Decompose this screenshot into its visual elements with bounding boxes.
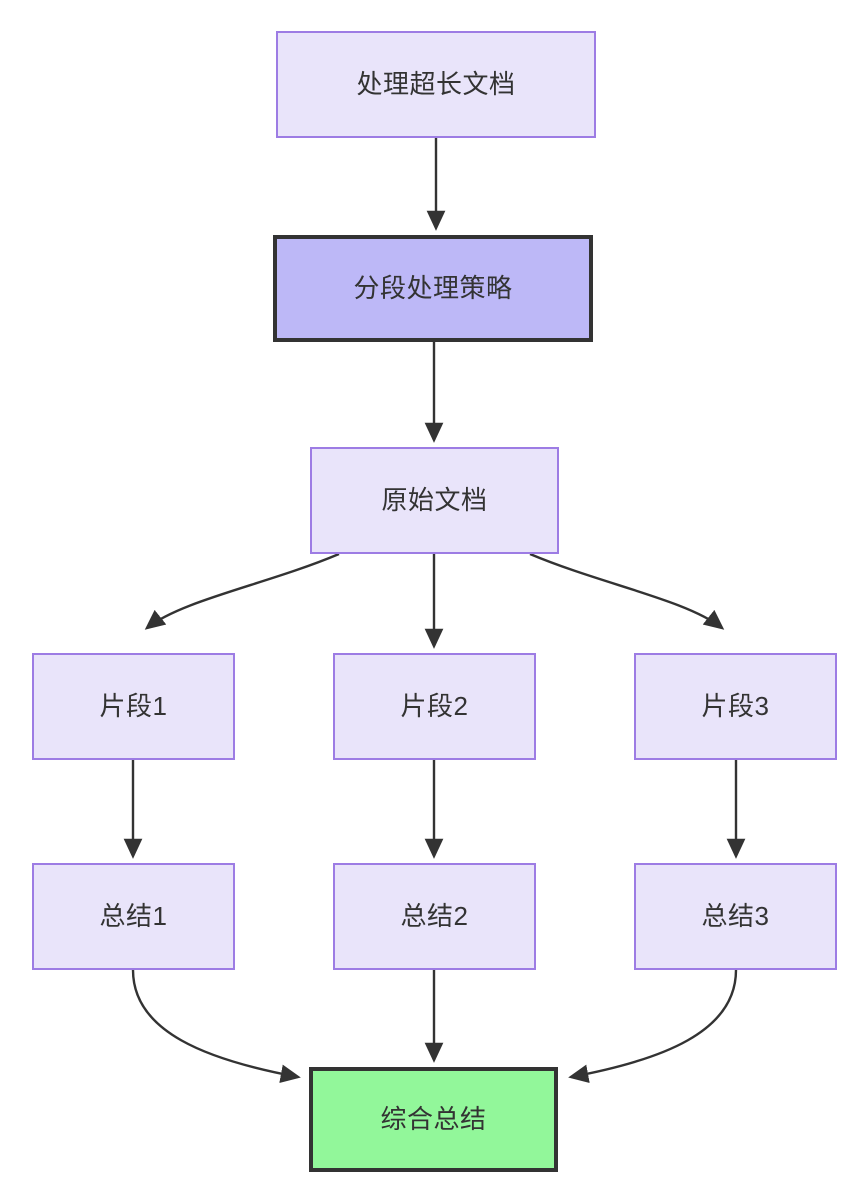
node-summary-1[interactable]: 总结1 xyxy=(32,863,235,970)
node-summary-3[interactable]: 总结3 xyxy=(634,863,837,970)
node-label: 总结1 xyxy=(99,900,168,931)
node-label: 片段1 xyxy=(99,690,168,721)
node-label: 总结2 xyxy=(400,900,469,931)
node-original-document[interactable]: 原始文档 xyxy=(310,447,559,554)
node-process-long-document[interactable]: 处理超长文档 xyxy=(276,31,596,138)
node-fragment-2[interactable]: 片段2 xyxy=(333,653,536,760)
node-label: 总结3 xyxy=(701,900,770,931)
node-fragment-3[interactable]: 片段3 xyxy=(634,653,837,760)
edge-n3-n4 xyxy=(144,552,340,630)
node-label: 片段2 xyxy=(400,690,469,721)
node-chunking-strategy[interactable]: 分段处理策略 xyxy=(273,235,593,342)
node-label: 分段处理策略 xyxy=(353,272,513,303)
node-label: 片段3 xyxy=(701,690,770,721)
edge-n7-n10 xyxy=(131,969,301,1084)
edge-n9-n10 xyxy=(568,969,738,1084)
node-label: 综合总结 xyxy=(380,1103,487,1134)
node-summary-2[interactable]: 总结2 xyxy=(333,863,536,970)
node-label: 处理超长文档 xyxy=(356,68,516,99)
node-comprehensive-summary[interactable]: 综合总结 xyxy=(309,1067,558,1172)
node-label: 原始文档 xyxy=(381,484,488,515)
node-fragment-1[interactable]: 片段1 xyxy=(32,653,235,760)
edge-n3-n6 xyxy=(529,552,725,630)
